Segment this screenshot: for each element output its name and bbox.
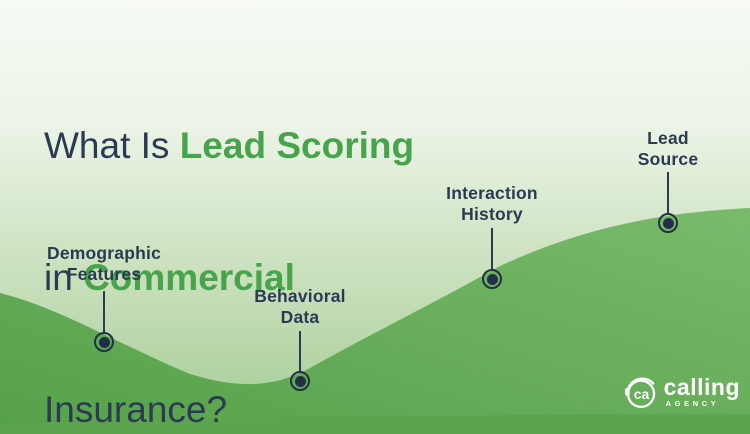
stem-behavioral-data xyxy=(299,331,301,371)
title-text: in xyxy=(44,257,84,298)
headset-ca-icon: ca xyxy=(624,377,655,409)
marker-dot-behavioral-data xyxy=(290,371,310,391)
stem-demographic-features xyxy=(103,291,105,332)
label-line: Data xyxy=(280,307,320,327)
wave-shape xyxy=(0,208,750,434)
svg-text:ca: ca xyxy=(633,386,649,402)
marker-dot-interaction-history xyxy=(482,269,502,289)
logo-wordmark: calling AGENCY xyxy=(663,374,740,409)
label-line: Source xyxy=(637,149,699,169)
title-accent-lead-scoring: Lead Scoring xyxy=(179,125,415,166)
calling-agency-logo: ca calling AGENCY xyxy=(623,374,740,410)
marker-dot-core xyxy=(294,375,306,387)
label-behavioral-data: Behavioral Data xyxy=(200,286,400,328)
stem-interaction-history xyxy=(491,228,493,269)
label-interaction-history: Interaction History xyxy=(392,183,592,225)
title-text: Insurance? xyxy=(44,389,228,430)
label-line: Lead xyxy=(647,128,689,148)
label-demographic-features: Demographic Features xyxy=(4,243,204,285)
marker-dot-core xyxy=(486,273,498,285)
logo-subtext: AGENCY xyxy=(665,399,720,408)
title-accent-commercial: Commercial xyxy=(83,257,295,298)
title-line-2: in Commercial xyxy=(44,256,414,300)
title-line-1: What Is Lead Scoring xyxy=(44,124,414,168)
marker-dot-lead-source xyxy=(658,213,678,233)
label-line: Behavioral xyxy=(254,286,346,306)
label-lead-source: Lead Source xyxy=(568,128,750,170)
marker-dot-core xyxy=(98,336,110,348)
stem-lead-source xyxy=(667,172,669,213)
wave-bottom-band xyxy=(0,413,750,434)
marker-dot-core xyxy=(662,217,674,229)
title-line-3: Insurance? xyxy=(44,388,414,432)
title-text: What Is xyxy=(44,125,180,166)
page-title: What Is Lead Scoring in Commercial Insur… xyxy=(44,36,414,434)
label-line: Interaction xyxy=(446,183,538,203)
label-line: Demographic xyxy=(46,243,162,263)
logo-name: calling xyxy=(663,374,740,400)
label-line: History xyxy=(461,204,523,224)
marker-dot-demographic-features xyxy=(94,332,114,352)
label-line: Features xyxy=(66,264,142,284)
